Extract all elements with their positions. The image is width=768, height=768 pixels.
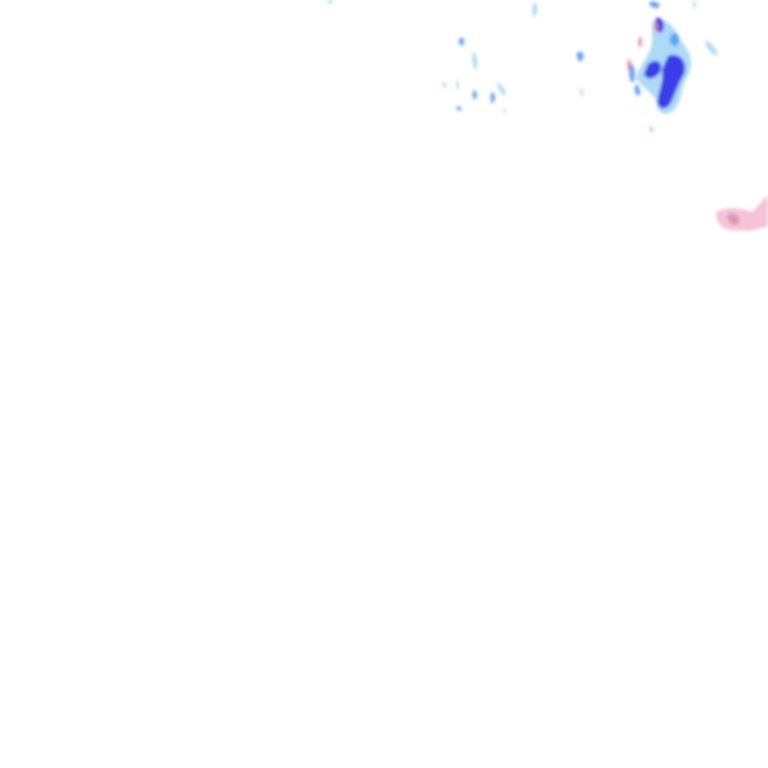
scattered-showers xyxy=(326,0,653,132)
snow-area xyxy=(716,196,768,231)
storm-cell-main xyxy=(627,0,718,114)
